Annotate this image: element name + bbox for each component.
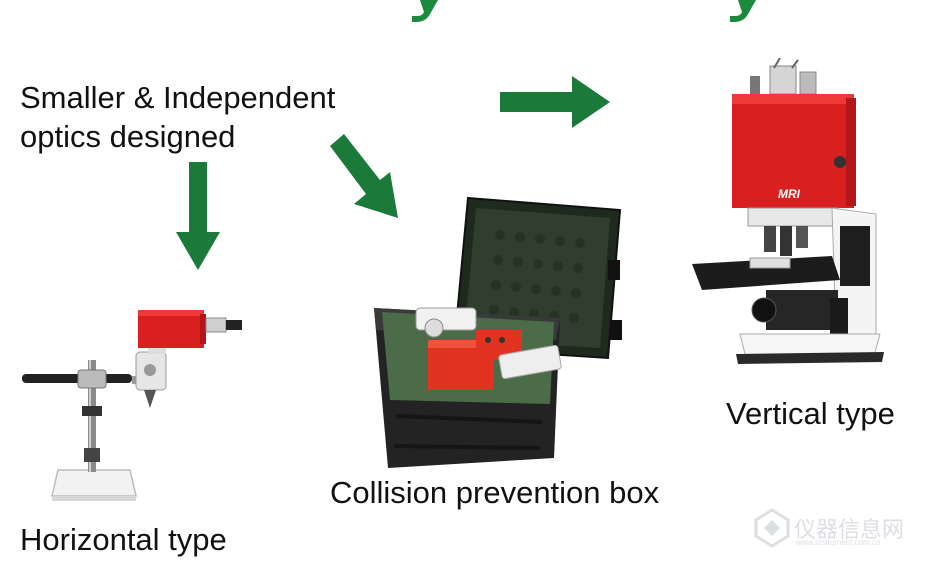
horizontal-type-image bbox=[22, 310, 242, 501]
intro-text: Smaller & Independent optics designed bbox=[20, 78, 335, 156]
vertical-type-label: Vertical type bbox=[726, 396, 895, 431]
title-fragment bbox=[412, 0, 756, 22]
collision-box-label: Collision prevention box bbox=[330, 475, 660, 510]
arrow-right-icon bbox=[500, 76, 610, 128]
watermark-logo-icon bbox=[754, 508, 790, 548]
intro-line-1: Smaller & Independent bbox=[20, 80, 336, 115]
watermark-subtext: www.instrument.com.cn bbox=[796, 538, 881, 547]
arrow-diagonal-icon bbox=[330, 134, 398, 218]
watermark: 仪器信息网 www.instrument.com.cn bbox=[752, 508, 932, 550]
collision-box-image bbox=[374, 196, 622, 468]
device-brand-label: MRI bbox=[778, 187, 801, 201]
vertical-type-image: MRI bbox=[692, 58, 884, 364]
watermark-text: 仪器信息网 bbox=[794, 517, 905, 542]
horizontal-type-label: Horizontal type bbox=[20, 522, 227, 557]
intro-line-2: optics designed bbox=[20, 119, 236, 154]
arrow-down-icon bbox=[176, 162, 220, 270]
